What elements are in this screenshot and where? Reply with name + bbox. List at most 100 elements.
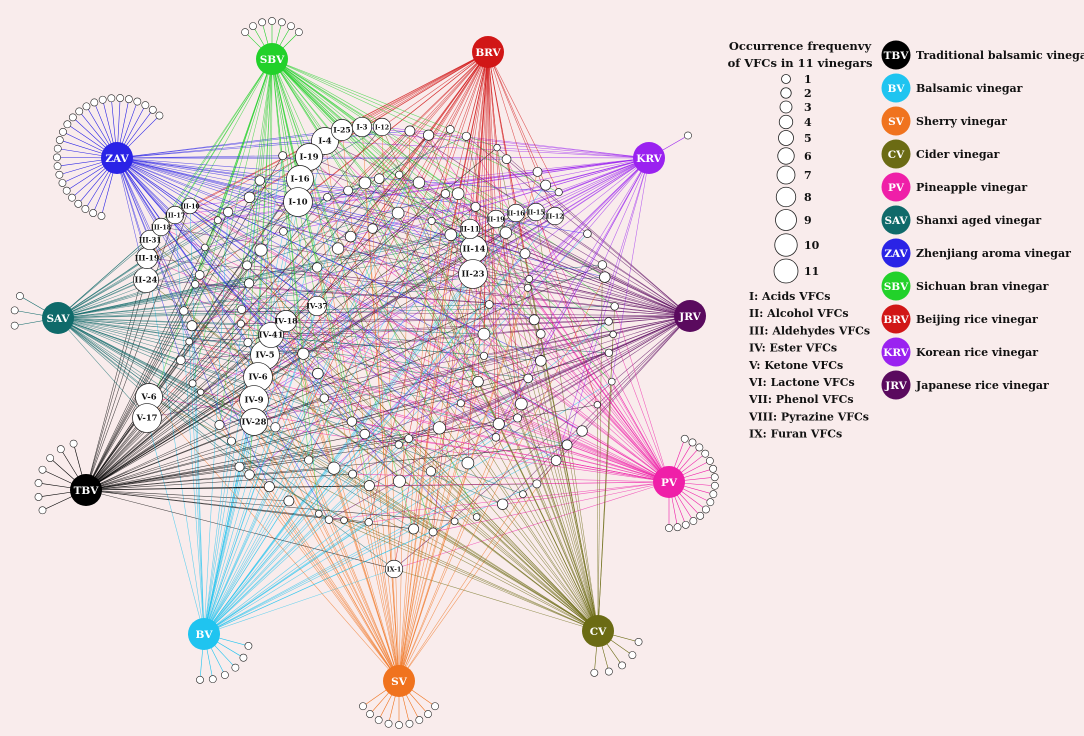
edge-cv — [275, 427, 599, 632]
unique-compound-node — [107, 94, 116, 103]
compound-node — [283, 495, 295, 507]
compound-node — [491, 433, 501, 442]
compound-node — [412, 176, 426, 189]
compound-node — [404, 125, 416, 137]
edge-bv — [203, 473, 353, 635]
edge-sv — [191, 325, 400, 682]
edge-jrv — [527, 287, 691, 317]
unique-compound-node — [384, 719, 393, 728]
compound-node — [315, 509, 323, 518]
edge-zav — [116, 157, 535, 321]
node-circle — [237, 304, 247, 315]
node-circle — [214, 419, 225, 430]
edge-krv — [537, 157, 650, 173]
compound-node — [604, 317, 613, 326]
edge-sav — [57, 317, 370, 486]
vinegar-legend-swatch — [881, 370, 911, 400]
node-label: I-12 — [375, 125, 389, 132]
compound-node-i-25: I-25 — [331, 118, 354, 141]
unique-compound-node — [681, 520, 690, 529]
edge-sv — [369, 485, 400, 682]
edge-tbv — [85, 264, 603, 491]
edge-sbv — [248, 58, 273, 284]
edge-sv — [341, 129, 400, 682]
edge-zav — [116, 157, 250, 198]
node-circle — [532, 479, 542, 489]
edge-pv — [351, 421, 670, 483]
node-circle — [393, 474, 406, 488]
node-circle — [486, 209, 506, 229]
edge-krv — [497, 147, 650, 159]
compound-node — [191, 280, 200, 289]
edge-zav — [116, 155, 283, 159]
unique-compound-node — [58, 179, 67, 187]
size-legend-circle — [779, 100, 793, 114]
edge-sav — [57, 317, 309, 461]
compound-node — [243, 337, 253, 347]
node-label: III-18 — [151, 225, 172, 232]
edge-tbv — [85, 265, 248, 491]
node-circle — [450, 517, 459, 526]
compound-node — [278, 151, 288, 161]
size-legend-label: 1 — [804, 73, 812, 86]
edge-bv — [203, 232, 507, 635]
node-circle — [243, 337, 253, 347]
edge-sav — [57, 232, 506, 319]
edge-bv — [146, 257, 205, 635]
unique-compound-node — [366, 710, 374, 718]
compound-node — [525, 275, 534, 283]
edge-sbv — [174, 58, 273, 216]
edge-pv — [399, 174, 670, 483]
edge-bv — [203, 253, 526, 635]
node-circle — [550, 455, 562, 466]
edge-jrv — [399, 174, 691, 317]
node-circle — [372, 117, 392, 137]
unique-compound-node — [706, 498, 715, 507]
edge-sav — [57, 239, 151, 319]
node-circle — [604, 348, 613, 357]
edge-zav — [116, 157, 440, 429]
edge-jrv — [338, 248, 691, 317]
node-circle — [523, 283, 532, 292]
unique-compound-node — [695, 443, 704, 452]
edge-sbv — [271, 58, 500, 425]
edge-krv — [450, 157, 650, 235]
edge-sv — [398, 218, 497, 682]
unique-compound-node — [97, 212, 106, 220]
edge-sv — [303, 353, 400, 682]
edge-zav — [116, 157, 399, 445]
vinegar-legend-swatch — [881, 40, 911, 70]
compound-node-iv-41: IV-41 — [258, 322, 284, 348]
edge-krv — [555, 157, 650, 461]
edge-bv — [203, 459, 309, 635]
edge-brv — [432, 51, 489, 532]
compound-node — [213, 216, 222, 225]
size-legend-item: 1 — [781, 73, 812, 86]
edge-sv — [381, 126, 400, 682]
unique-compound-node — [220, 671, 229, 679]
compound-node — [179, 306, 189, 316]
node-circle — [479, 351, 489, 360]
unique-compound-node — [133, 97, 142, 106]
compound-node — [604, 348, 613, 357]
compound-node — [393, 474, 406, 488]
edge-cv — [246, 265, 599, 632]
edge-tbv — [85, 126, 383, 491]
edge-sav — [57, 306, 615, 319]
hub-label: BRV — [475, 47, 501, 59]
unique-compound-node — [258, 18, 267, 27]
edge-cv — [316, 305, 599, 632]
edge-sbv — [271, 58, 451, 235]
edge-krv — [602, 157, 650, 266]
edge-cv — [343, 520, 599, 632]
edge-sav — [57, 276, 605, 319]
node-circle — [492, 417, 505, 430]
compound-node — [364, 518, 373, 527]
compound-node — [425, 466, 436, 477]
edge-brv — [487, 51, 490, 305]
edge-cv — [475, 206, 599, 632]
node-circle — [236, 319, 245, 328]
